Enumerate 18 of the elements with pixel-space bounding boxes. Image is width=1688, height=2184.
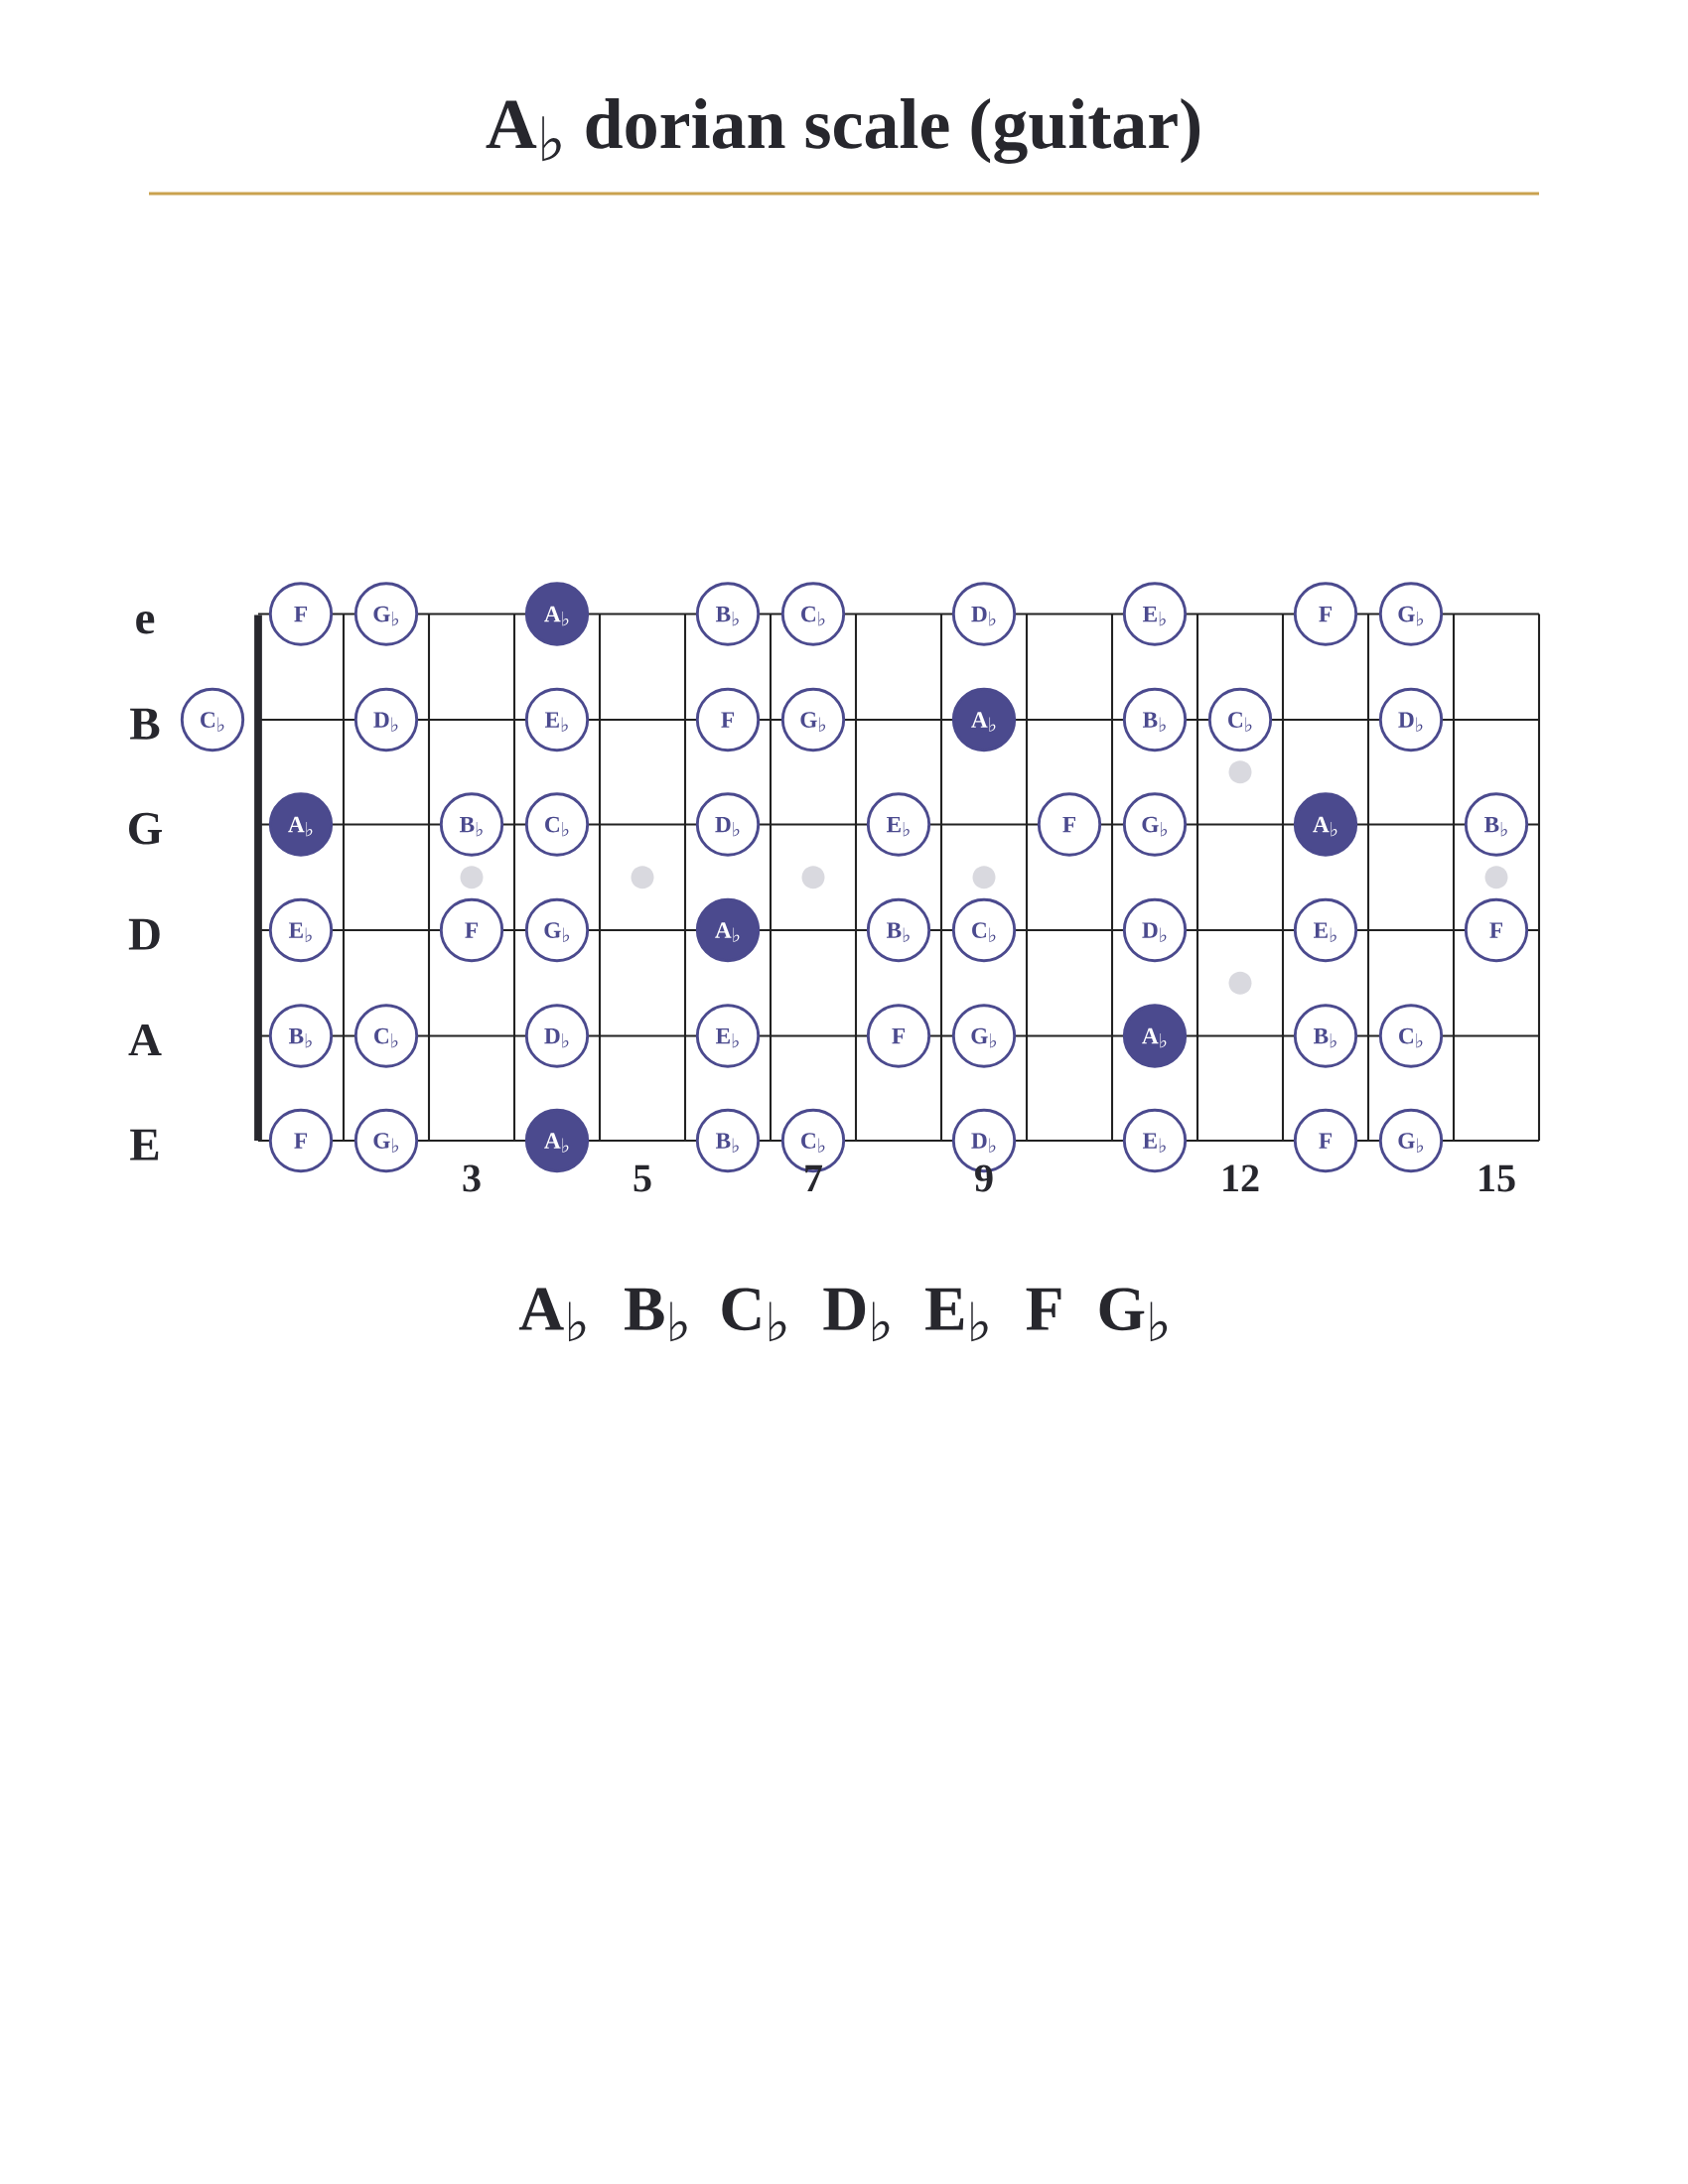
string-name: A — [128, 1024, 162, 1055]
title: A$_{♭}$ dorian scale (guitar) — [486, 98, 1199, 164]
fret-number: 12 — [1223, 1164, 1259, 1191]
fret-number: 3 — [463, 1164, 481, 1192]
scale-note: E$_{♭}$ — [925, 1288, 988, 1342]
string-name: D — [128, 918, 160, 950]
scale-note: F — [1026, 1288, 1061, 1330]
scale-note: G$_{♭}$ — [1099, 1288, 1168, 1342]
scale-note: C$_{♭}$ — [722, 1288, 786, 1342]
fret-number: 5 — [633, 1164, 651, 1192]
string-name: B — [130, 708, 160, 740]
string-name: G — [129, 812, 163, 845]
fret-number: 15 — [1479, 1164, 1515, 1192]
scale-note: B$_{♭}$ — [625, 1288, 687, 1342]
string-name: E — [130, 1129, 159, 1160]
scale-note: A$_{♭}$ — [518, 1288, 586, 1342]
string-name: e — [136, 611, 155, 634]
scale-note: D$_{♭}$ — [823, 1288, 890, 1342]
